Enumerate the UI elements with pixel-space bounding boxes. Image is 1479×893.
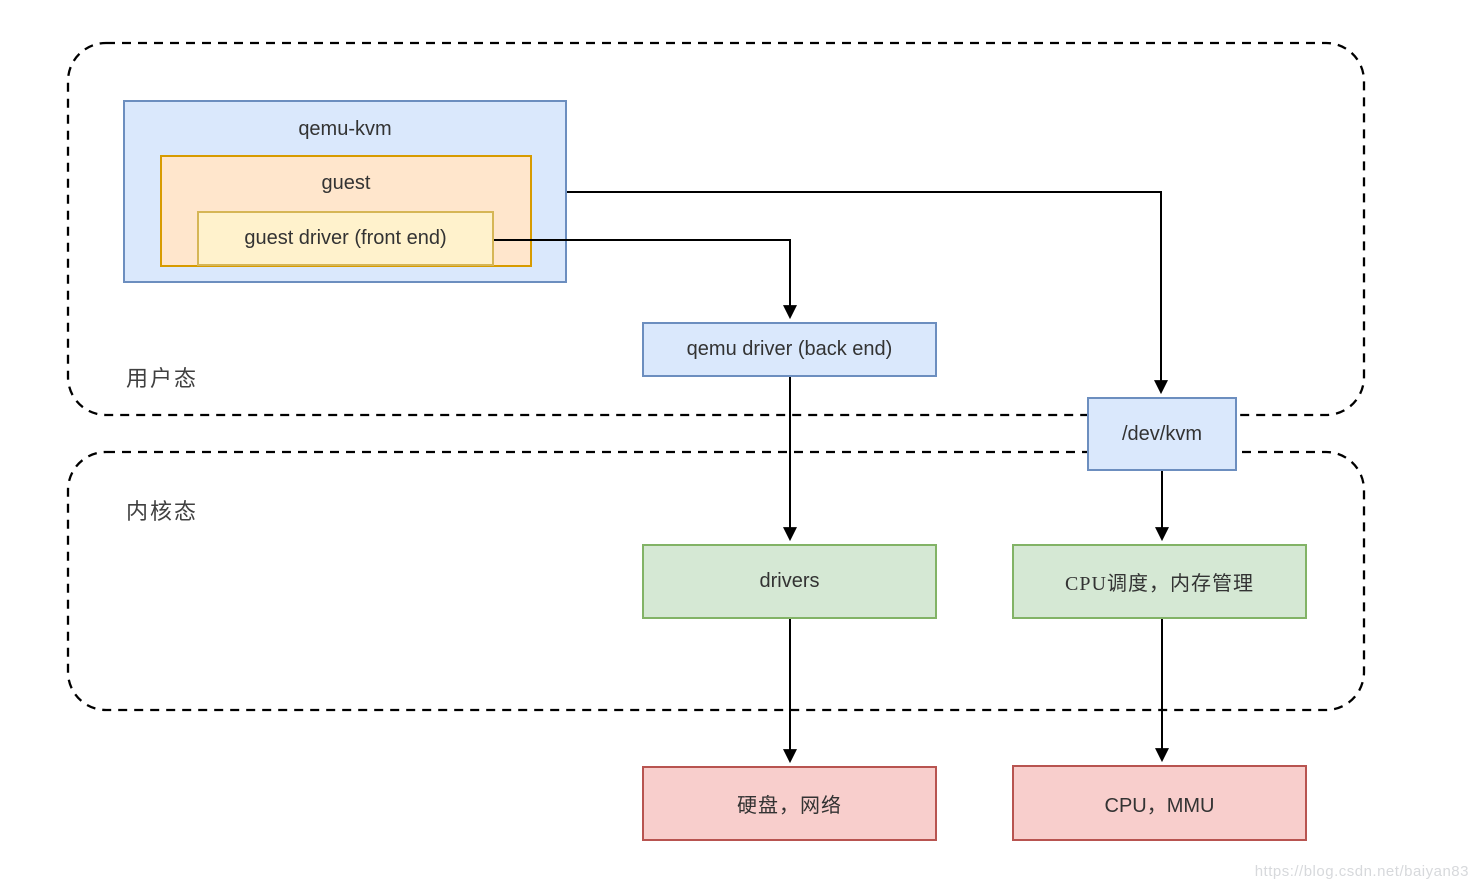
box-dev-kvm: /dev/kvm — [1087, 397, 1237, 471]
box-drivers-label: drivers — [759, 570, 820, 592]
box-cpu-mmu: CPU，MMU — [1012, 765, 1307, 841]
box-qemu-kvm-label: qemu-kvm — [298, 118, 392, 140]
box-guest-driver-label: guest driver (front end) — [244, 227, 447, 249]
box-guest-driver-front-end: guest driver (front end) — [197, 211, 494, 266]
box-disk-net-label: 硬盘，网络 — [737, 795, 842, 817]
box-guest-label: guest — [321, 172, 371, 194]
box-qemu-driver-label: qemu driver (back end) — [686, 338, 893, 360]
box-cpu-mmu-label: CPU，MMU — [1104, 794, 1215, 817]
box-dev-kvm-label: /dev/kvm — [1121, 422, 1203, 445]
box-drivers: drivers — [642, 544, 937, 619]
box-cpu-scheduling-memory-management: CPU调度，内存管理 — [1012, 544, 1307, 619]
box-disk-network: 硬盘，网络 — [642, 766, 937, 841]
box-qemu-driver-back-end: qemu driver (back end) — [642, 322, 937, 377]
box-cpu-sched-label: CPU调度，内存管理 — [1065, 573, 1254, 595]
